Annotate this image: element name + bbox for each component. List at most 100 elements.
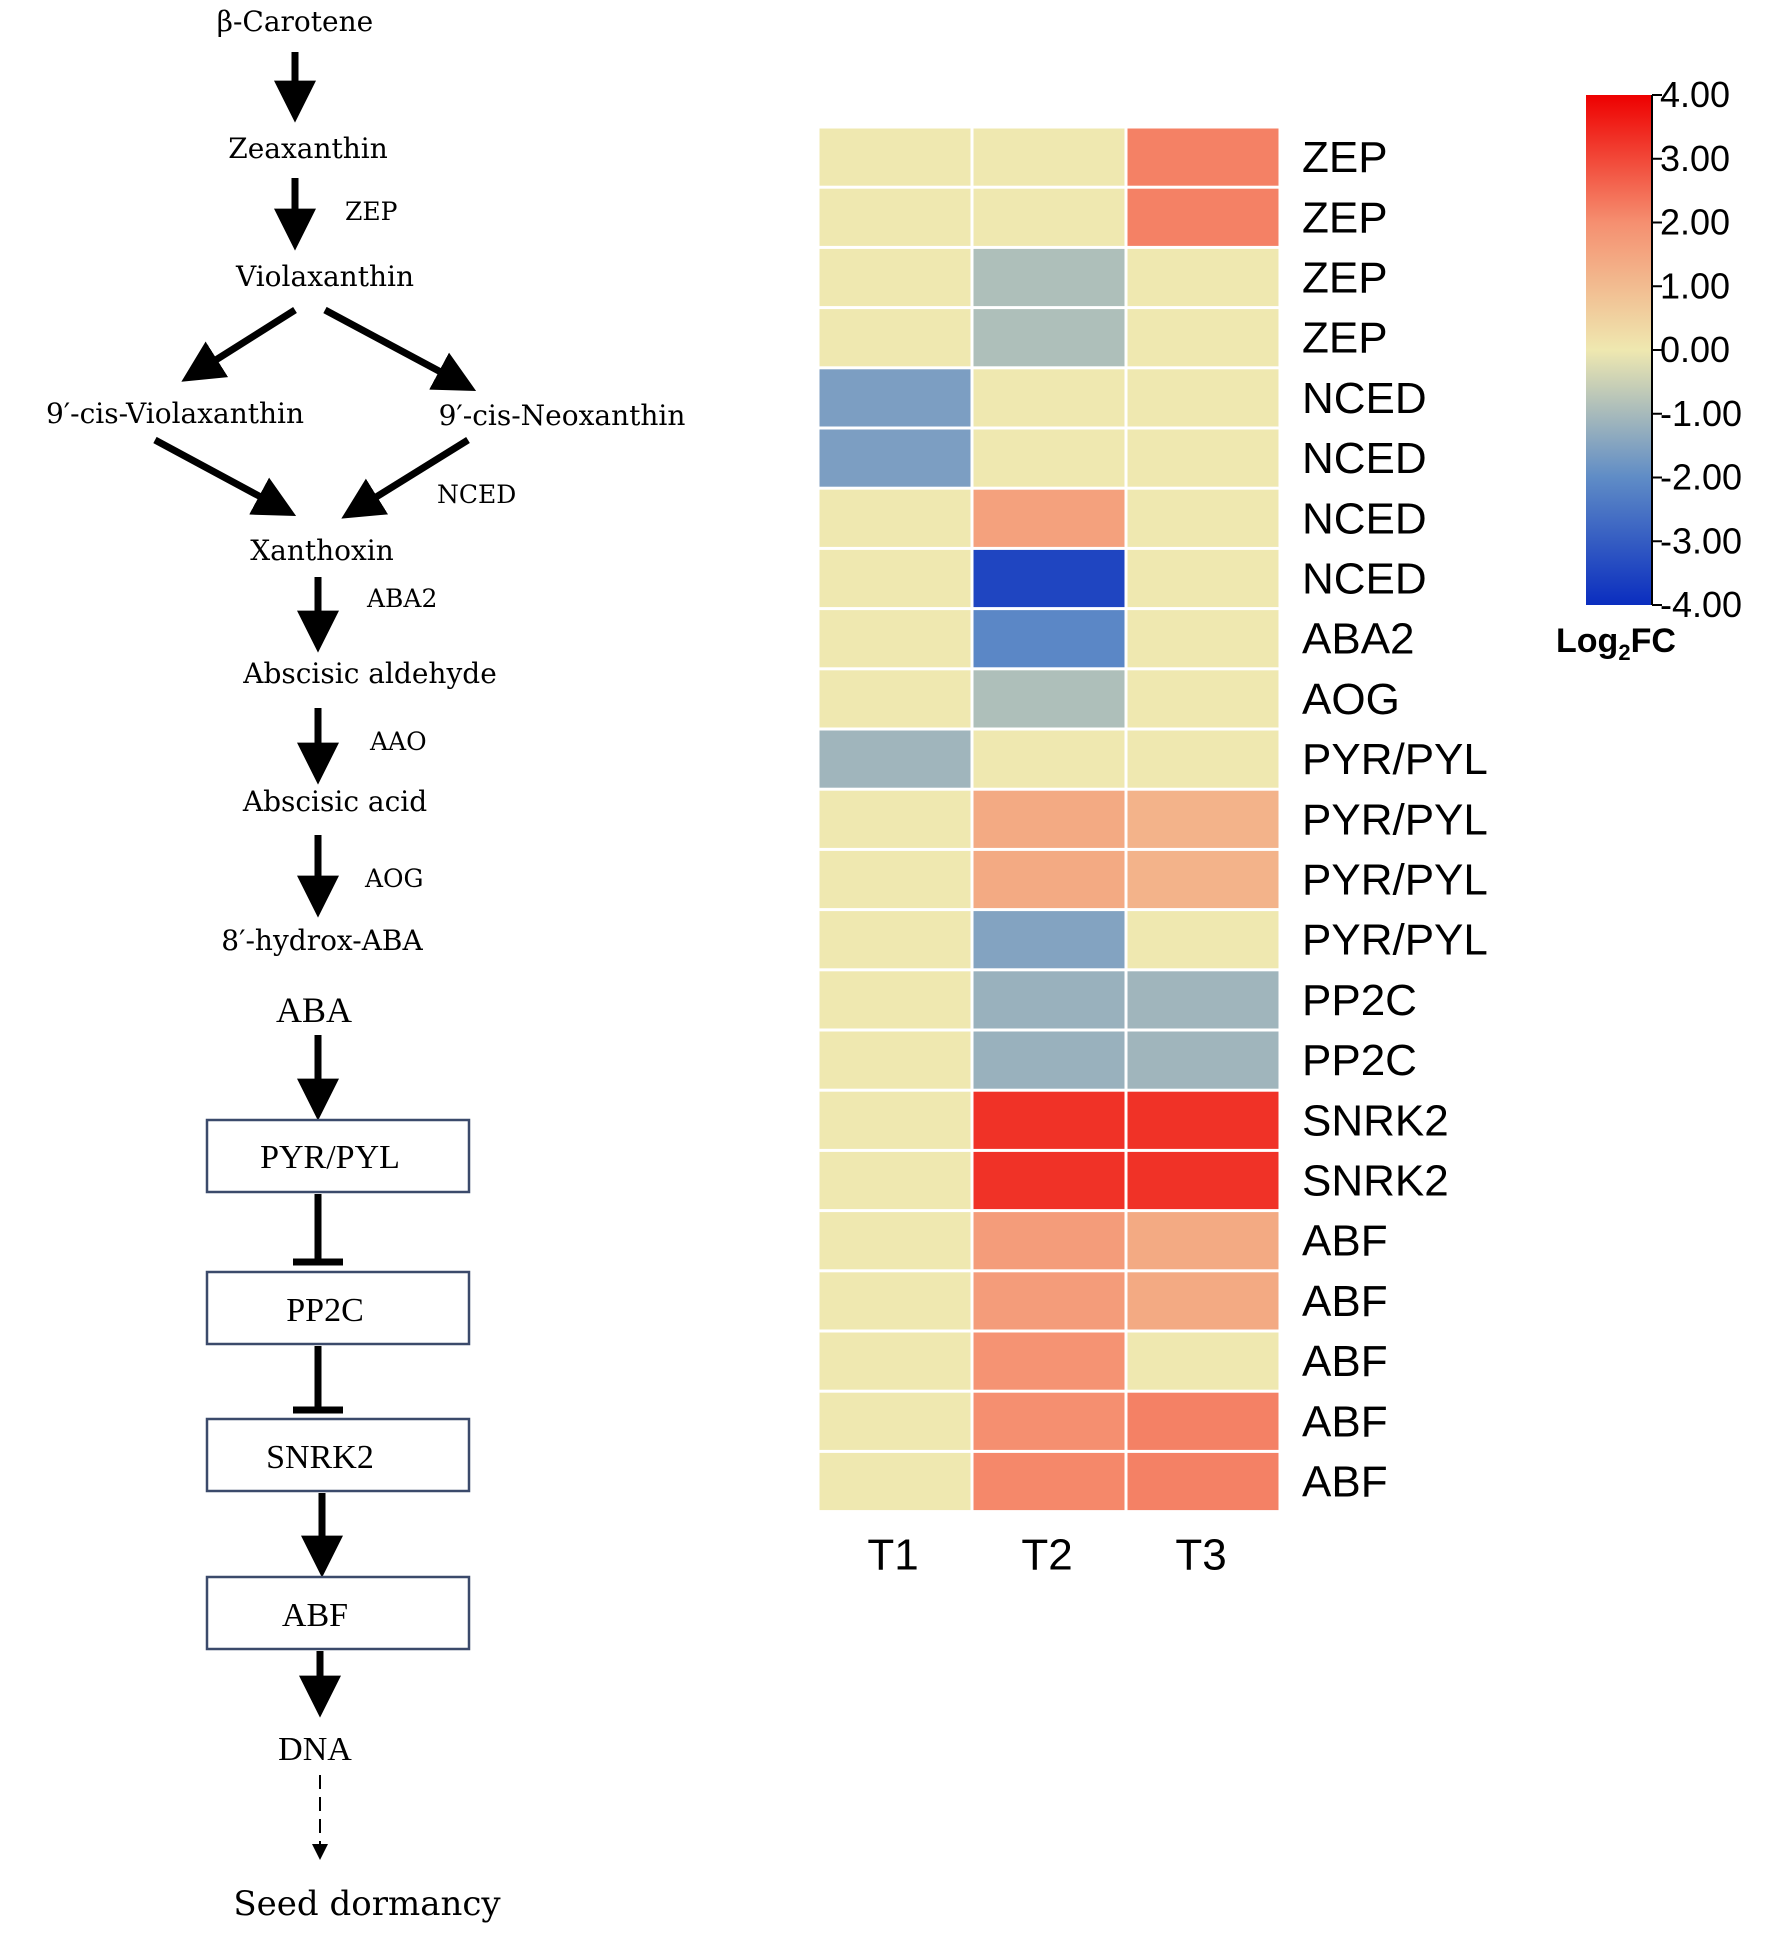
heatmap-cell-r7-c0 [819, 549, 971, 608]
heatmap-cell-r1-c1 [973, 188, 1125, 246]
heatmap-cell-r11-c0 [819, 790, 971, 848]
colorbar-tick-label: 2.00 [1660, 202, 1730, 243]
colorbar-tick-label: -1.00 [1660, 393, 1742, 434]
node-zeaxanthin: Zeaxanthin [228, 132, 388, 165]
heatmap-cell-r10-c0 [819, 730, 971, 788]
box-label-pyr-pyl: PYR/PYL [260, 1139, 400, 1176]
heatmap-cell-r8-c2 [1127, 610, 1279, 668]
colorbar-title-end: FC [1631, 622, 1676, 660]
heatmap-cell-r21-c0 [819, 1392, 971, 1450]
colorbar-scale [1586, 95, 1652, 605]
heatmap-row-label: ABF [1302, 1277, 1388, 1326]
heatmap-cell-r19-c0 [819, 1272, 971, 1330]
heatmap-column-label: T2 [1021, 1531, 1072, 1580]
heatmap-cell-r10-c1 [973, 730, 1125, 788]
heatmap-cell-r17-c1 [973, 1151, 1125, 1210]
heatmap-cell-r9-c0 [819, 670, 971, 728]
heatmap-cell-r9-c2 [1127, 670, 1279, 728]
heatmap-row-label: ABF [1302, 1458, 1388, 1507]
colorbar-tick-label: -2.00 [1660, 457, 1742, 498]
node-seed-dormancy: Seed dormancy [233, 1884, 501, 1924]
heatmap-cell-r16-c1 [973, 1091, 1125, 1149]
heatmap-cell-r12-c2 [1127, 850, 1279, 909]
enzyme-label-aog: AOG [364, 864, 424, 893]
node-dna: DNA [278, 1731, 352, 1768]
colorbar-tick-label: -3.00 [1660, 520, 1742, 561]
heatmap-cell-r1-c2 [1127, 188, 1279, 246]
heatmap-cell-r2-c2 [1127, 248, 1279, 307]
heatmap-cell-r11-c1 [973, 790, 1125, 848]
heatmap-cell-r3-c2 [1127, 309, 1279, 367]
heatmap-cell-r4-c1 [973, 369, 1125, 427]
heatmap-cell-r14-c1 [973, 971, 1125, 1029]
heatmap-cell-r9-c1 [973, 670, 1125, 728]
heatmap-cell-r22-c2 [1127, 1452, 1279, 1511]
heatmap-cell-r20-c1 [973, 1332, 1125, 1390]
heatmap-cell-r14-c2 [1127, 971, 1279, 1029]
arrow-violaxanthin-to-cis-neoxanthin [323, 306, 477, 391]
enzyme-label-nced: NCED [437, 480, 516, 509]
heatmap-row-label: ABF [1302, 1217, 1388, 1266]
heatmap-cell-r20-c0 [819, 1332, 971, 1390]
colorbar-tick-label: 1.00 [1660, 265, 1730, 306]
heatmap-row-label: ABA2 [1302, 615, 1415, 664]
node-violaxanthin: Violaxanthin [235, 260, 414, 293]
heatmap-row-label: ZEP [1302, 133, 1388, 182]
heatmap-cell-r22-c0 [819, 1452, 971, 1511]
heatmap-cell-r8-c1 [973, 610, 1125, 668]
heatmap-row-label: SNRK2 [1302, 1096, 1449, 1145]
expression-heatmap [819, 128, 1279, 1511]
heatmap-row-label: PYR/PYL [1302, 735, 1488, 784]
heatmap-cell-r5-c2 [1127, 429, 1279, 487]
heatmap-column-label: T3 [1175, 1531, 1226, 1580]
colorbar-tick-label: 3.00 [1660, 138, 1730, 179]
arrow-cis-neoxanthin-to-xanthoxin [341, 437, 470, 519]
heatmap-row-label: PYR/PYL [1302, 795, 1488, 844]
colorbar-title-subscript: 2 [1618, 640, 1630, 665]
heatmap-cell-r0-c0 [819, 128, 971, 186]
colorbar-tick-label: 0.00 [1660, 329, 1730, 370]
heatmap-cell-r3-c1 [973, 309, 1125, 367]
heatmap-cell-r22-c1 [973, 1452, 1125, 1511]
heatmap-cell-r18-c1 [973, 1212, 1125, 1270]
node-abscisic-aldehyde: Abscisic aldehyde [242, 657, 497, 690]
heatmap-row-label: PP2C [1302, 1036, 1417, 1085]
colorbar-tick-label: 4.00 [1660, 74, 1730, 115]
enzyme-label-zep: ZEP [345, 197, 397, 226]
heatmap-cell-r15-c1 [973, 1031, 1125, 1089]
enzyme-label-aao: AAO [369, 727, 427, 756]
heatmap-row-label: AOG [1302, 675, 1400, 724]
heatmap-row-label: SNRK2 [1302, 1157, 1449, 1206]
heatmap-cell-r0-c1 [973, 128, 1125, 186]
heatmap-cell-r7-c1 [973, 549, 1125, 608]
box-abf [205, 1575, 471, 1651]
heatmap-cell-r17-c2 [1127, 1151, 1279, 1210]
heatmap-cell-r13-c0 [819, 911, 971, 969]
heatmap-row-label: ZEP [1302, 254, 1388, 303]
colorbar-tick-label: -4.00 [1660, 584, 1742, 625]
heatmap-cell-r7-c2 [1127, 549, 1279, 608]
heatmap-cell-r20-c2 [1127, 1332, 1279, 1390]
enzyme-label-aba2: ABA2 [366, 584, 437, 613]
heatmap-cell-r14-c0 [819, 971, 971, 1029]
node-abscisic-acid: Abscisic acid [242, 785, 427, 818]
heatmap-row-label: ABF [1302, 1397, 1388, 1446]
heatmap-row-label: ABF [1302, 1337, 1388, 1386]
heatmap-cell-r16-c0 [819, 1091, 971, 1149]
heatmap-row-label: NCED [1302, 434, 1427, 483]
heatmap-row-label: ZEP [1302, 314, 1388, 363]
node-hydrox-aba: 8′-hydrox-ABA [221, 924, 423, 957]
colorbar-title-main: Log [1556, 622, 1618, 660]
heatmap-cell-r5-c0 [819, 429, 971, 487]
heatmap-cell-r19-c2 [1127, 1272, 1279, 1330]
box-pyr-pyl [205, 1118, 471, 1194]
heatmap-row-label: ZEP [1302, 193, 1388, 242]
node-xanthoxin: Xanthoxin [250, 534, 394, 567]
colorbar-ticks: 4.00 3.00 2.00 1.00 0.00 -1.00 -2.00 -3.00 -4.00 [1652, 74, 1742, 625]
box-snrk2 [205, 1417, 471, 1493]
heatmap-cell-r4-c2 [1127, 369, 1279, 427]
heatmap-cell-r17-c0 [819, 1151, 971, 1210]
box-label-snrk2: SNRK2 [266, 1439, 374, 1476]
